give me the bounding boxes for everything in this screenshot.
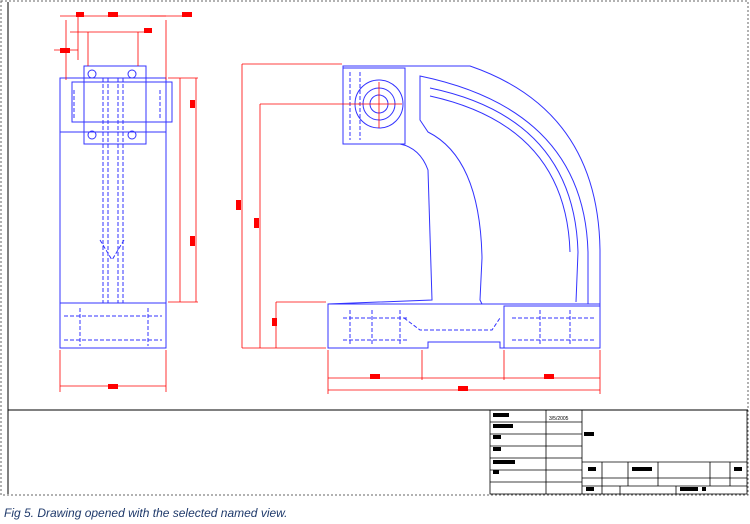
title-block-date: 3/5/2005 (549, 416, 569, 422)
title-block-redactions (493, 413, 742, 491)
side-view-base (59, 302, 167, 349)
side-view-dimension-markers (60, 12, 195, 389)
front-view-centerlines (358, 82, 402, 128)
drawing-sheet[interactable]: 3/5/2005 (0, 0, 750, 497)
side-view-flange (83, 65, 147, 145)
front-view-frame-outer (327, 65, 601, 349)
front-view-dimension-markers (236, 200, 554, 391)
side-view[interactable] (59, 65, 173, 349)
title-block[interactable] (489, 409, 748, 495)
front-view-hub (342, 67, 406, 145)
sheet-border (0, 0, 749, 496)
figure-caption: Fig 5. Drawing opened with the selected … (4, 506, 288, 520)
